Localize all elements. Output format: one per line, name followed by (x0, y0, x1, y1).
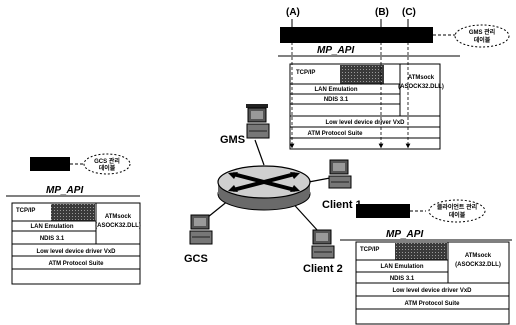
gms-link (255, 140, 264, 165)
gcs-bubble-line2: 데이블 (99, 164, 116, 172)
gms-shaded-cell (340, 65, 384, 84)
marker-c: (C) (402, 7, 416, 18)
gms-atmsock-dll-label: (ASOCK32.DLL) (398, 84, 444, 90)
gcs-computer-icon (190, 215, 212, 244)
gcs-atm-suite-label: ATM Protocol Suite (49, 261, 105, 267)
client1-node-label: Client 1 (322, 199, 362, 211)
client1-computer-icon (329, 160, 351, 188)
client-group: 클라이언트 관리 데이블 MP_API TCP/IP LAN Emulation… (340, 200, 512, 324)
client2-computer-icon (312, 230, 334, 258)
gms-bubble-line2: 데이블 (474, 36, 491, 44)
client-ndis-label: NDIS 3.1 (390, 276, 415, 282)
gms-ndis-label: NDIS 3.1 (324, 97, 349, 103)
client-lane-label: LAN Emulation (381, 264, 424, 270)
gcs-ndis-label: NDIS 3.1 (40, 236, 65, 242)
marker-a: (A) (286, 7, 300, 18)
marker-b: (B) (375, 7, 389, 18)
gcs-api-label: MP_API (46, 185, 83, 196)
gms-tcpip-label: TCP/IP (296, 70, 315, 76)
gms-group: (A) (B) (C) GMS 관리 데이블 MP_API TCP/IP LAN… (278, 7, 509, 149)
gcs-shaded-cell (51, 204, 95, 221)
gms-bubble-line1: GMS 관리 (469, 28, 495, 36)
gcs-lane-label: LAN Emulation (31, 224, 74, 230)
client-table-bar (356, 204, 410, 218)
gms-node-label: GMS (220, 134, 245, 146)
client-lowlevel-label: Low level device driver VxD (392, 288, 472, 294)
gcs-group: GCS 관리 데이블 MP_API TCP/IP LAN Emulation N… (6, 154, 141, 284)
atm-switch (218, 166, 310, 210)
client-bubble-line1: 클라이언트 관리 (437, 203, 477, 211)
client-atmsock-dll-label: (ASOCK32.DLL) (455, 262, 501, 268)
gcs-atmsock-dll-label: (ASOCK32.DLL) (95, 223, 141, 229)
gcs-bubble-line1: GCS 관리 (94, 157, 120, 165)
client-bubble-line2: 데이블 (449, 211, 466, 219)
gms-table-bar (280, 27, 433, 43)
client-tcpip-label: TCP/IP (360, 247, 379, 253)
client-api-label: MP_API (386, 229, 423, 240)
gcs-table-bar (30, 157, 70, 171)
gcs-node-label: GCS (184, 253, 208, 265)
client-shaded-cell (395, 243, 447, 260)
gcs-lowlevel-label: Low level device driver VxD (36, 249, 116, 255)
gcs-tcpip-label: TCP/IP (16, 208, 35, 214)
gms-lane-label: LAN Emulation (315, 87, 358, 93)
client-atm-suite-label: ATM Protocol Suite (405, 301, 461, 307)
gms-atm-suite-label: ATM Protocol Suite (308, 131, 364, 137)
client2-node-label: Client 2 (303, 263, 343, 275)
gcs-atmsock-label: ATMsock (105, 214, 132, 220)
client-atmsock-label: ATMsock (465, 253, 492, 259)
gms-computer-icon (246, 104, 269, 138)
gms-api-label: MP_API (317, 45, 354, 56)
gms-lowlevel-label: Low level device driver VxD (325, 120, 405, 126)
gms-atmsock-label: ATMsock (408, 75, 435, 81)
